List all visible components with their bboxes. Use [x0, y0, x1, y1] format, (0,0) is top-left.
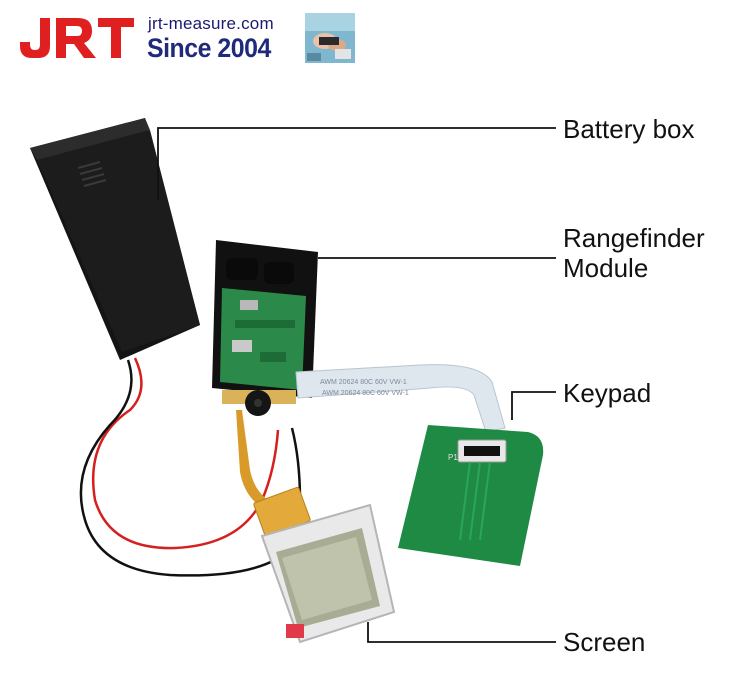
leader-battery-box: [157, 127, 556, 200]
workshop-photo-thumbnail: [305, 13, 355, 63]
keypad-marking: P1: [448, 453, 458, 462]
label-keypad: Keypad: [563, 378, 652, 408]
flex-cable: [236, 410, 300, 520]
label-battery-box: Battery box: [563, 114, 695, 144]
leader-screen: [367, 622, 556, 643]
leader-keypad: [511, 391, 556, 420]
ribbon-text-1: AWM 20624 80C 60V VW-1: [320, 379, 407, 386]
keypad-board: P1: [398, 425, 544, 566]
jrt-logo: [20, 18, 134, 58]
ribbon-text-2: AWM 20624 80C 60V VW-1: [322, 390, 409, 397]
label-screen: Screen: [563, 627, 646, 657]
ribbon-cable: [295, 364, 506, 433]
lcd-screen: [260, 503, 396, 644]
rangefinder-module: [212, 240, 318, 416]
battery-box: [30, 118, 200, 360]
label-rangefinder-line1: Rangefinder: [563, 223, 705, 253]
brand-domain: jrt-measure.com: [148, 14, 274, 33]
brand-since: Since 2004: [147, 33, 271, 63]
label-rangefinder-line2: Module: [563, 253, 649, 283]
